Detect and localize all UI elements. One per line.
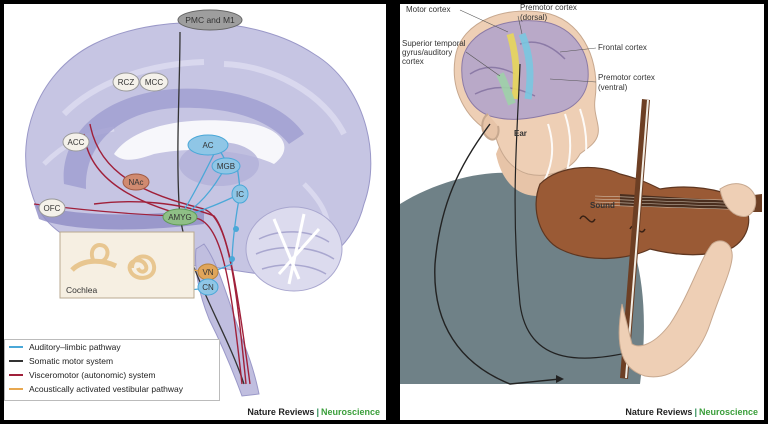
legend-item: Auditory–limbic pathway (5, 340, 219, 354)
legend-item: Somatic motor system (5, 354, 219, 368)
amyg-label: AMYG (168, 213, 192, 222)
ear-label: Ear (514, 129, 527, 138)
premotor-dorsal-sub-label: (dorsal) (520, 13, 547, 22)
journal-credit: Nature Reviews|Neuroscience (247, 407, 380, 417)
legend-label: Visceromotor (autonomic) system (29, 370, 156, 380)
legend-label: Acoustically activated vestibular pathwa… (29, 384, 184, 394)
node-pmc: PMC and M1 (177, 9, 243, 31)
legend-swatch (9, 374, 23, 376)
frontal-cortex-label: Frontal cortex (598, 43, 647, 52)
cingulate-band (63, 88, 305, 189)
bow-arm (618, 240, 733, 378)
ac-label: AC (202, 141, 213, 150)
nac-label: NAc (128, 178, 143, 187)
node-cn: CN (197, 278, 219, 296)
violinist-illustration: Motor cortex Premotor cortex (dorsal) Su… (400, 4, 762, 385)
legend-swatch (9, 360, 23, 362)
legend-swatch (9, 346, 23, 348)
mcc-label: MCC (145, 78, 163, 87)
legend-item: Visceromotor (autonomic) system (5, 368, 219, 382)
cochlea-icon (127, 254, 157, 280)
node-mgb: MGB (211, 157, 241, 175)
ofc-label: OFC (44, 204, 61, 213)
journal-text: Neuroscience (320, 407, 380, 417)
legend-swatch (9, 388, 23, 390)
rcz-label: RCZ (118, 78, 135, 87)
vn-label: VN (202, 268, 213, 277)
node-amyg: AMYG (162, 208, 198, 226)
credit-separator: | (316, 407, 319, 417)
brand-text: Nature Reviews (625, 407, 693, 417)
motor-cortex-label: Motor cortex (406, 5, 450, 14)
acc-label: ACC (68, 138, 85, 147)
node-ofc: OFC (38, 198, 66, 218)
legend-label: Somatic motor system (29, 356, 114, 366)
brain-pathways-panel: PMC and M1 RCZ MCC ACC OFC NAc AC MGB (4, 4, 386, 420)
fingering-hand (719, 183, 757, 218)
legend-label: Auditory–limbic pathway (29, 342, 121, 352)
sound-label: Sound (590, 201, 615, 210)
node-nac: NAc (122, 173, 150, 191)
superior-temporal-label-3: cortex (402, 57, 424, 66)
legend-item: Acoustically activated vestibular pathwa… (5, 382, 219, 396)
journal-text: Neuroscience (698, 407, 758, 417)
cn-label: CN (202, 283, 214, 292)
premotor-ventral-sub-label: (ventral) (598, 83, 628, 92)
brain-sagittal-diagram: PMC and M1 RCZ MCC ACC OFC NAc AC MGB (25, 9, 372, 397)
pathway-legend: Auditory–limbic pathway Somatic motor sy… (4, 339, 220, 401)
cerebellum (245, 206, 343, 292)
premotor-ventral-label: Premotor cortex (598, 73, 655, 82)
node-ac: AC (187, 134, 229, 156)
brand-text: Nature Reviews (247, 407, 315, 417)
node-rcz: RCZ (112, 72, 140, 92)
superior-temporal-label-2: gyrus/auditory (402, 48, 452, 57)
journal-credit: Nature Reviews|Neuroscience (625, 407, 758, 417)
node-ic: IC (231, 184, 249, 204)
mgb-label: MGB (217, 162, 235, 171)
superior-temporal-label: Superior temporal (402, 39, 466, 48)
brain-overlay (461, 20, 589, 120)
node-vn: VN (197, 263, 219, 281)
ic-label: IC (236, 190, 244, 199)
credit-separator: | (694, 407, 697, 417)
node-mcc: MCC (139, 72, 169, 92)
node-acc: ACC (62, 132, 90, 152)
violinist-panel: Motor cortex Premotor cortex (dorsal) Su… (400, 4, 764, 420)
premotor-dorsal-label: Premotor cortex (520, 4, 577, 12)
cochlea-inset: Cochlea (59, 231, 195, 299)
ear-shape (481, 113, 500, 141)
pmc-label: PMC and M1 (185, 15, 235, 25)
cochlea-label: Cochlea (66, 285, 97, 295)
violin-body (535, 166, 750, 259)
